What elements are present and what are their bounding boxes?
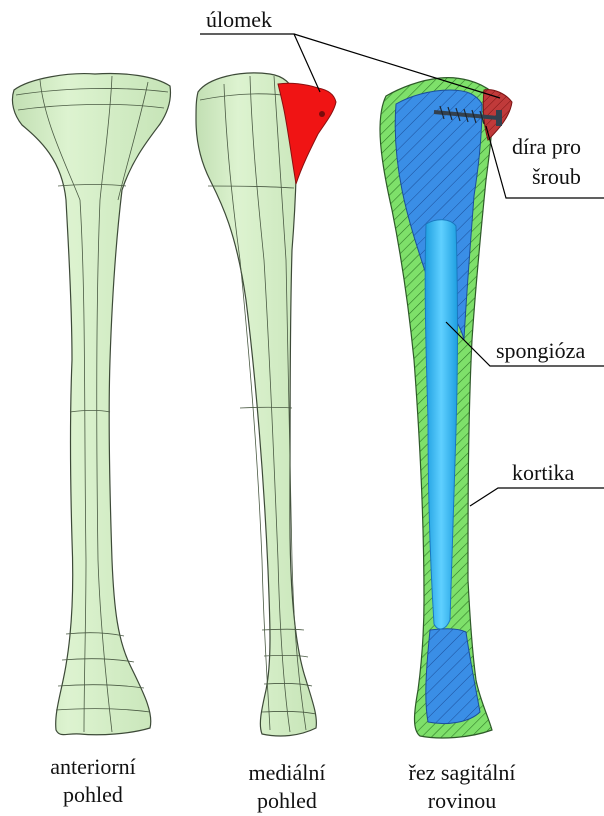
caption-medial-line1: mediální (249, 760, 326, 785)
screw-hole-medial-icon (319, 111, 325, 117)
leader-fragment-section (294, 34, 500, 98)
caption-medial-line2: pohled (257, 788, 317, 813)
caption-anterior-line2: pohled (63, 782, 123, 807)
leader-cortical (470, 488, 604, 506)
caption-section-line2: rovinou (428, 788, 496, 813)
label-cortical: kortika (512, 460, 575, 485)
sagittal-section-bone (380, 78, 512, 738)
label-cancellous: spongióza (496, 338, 585, 363)
label-screw-hole-line2: šroub (532, 164, 581, 189)
label-fragment: úlomek (206, 7, 272, 32)
anterior-view-bone (12, 74, 170, 735)
caption-anterior-line1: anteriorní (50, 754, 136, 779)
anterior-bone-outline (12, 74, 170, 735)
label-screw-hole-line1: díra pro (512, 134, 581, 159)
medial-view-bone (196, 73, 336, 736)
caption-section-line1: řez sagitální (409, 760, 516, 785)
